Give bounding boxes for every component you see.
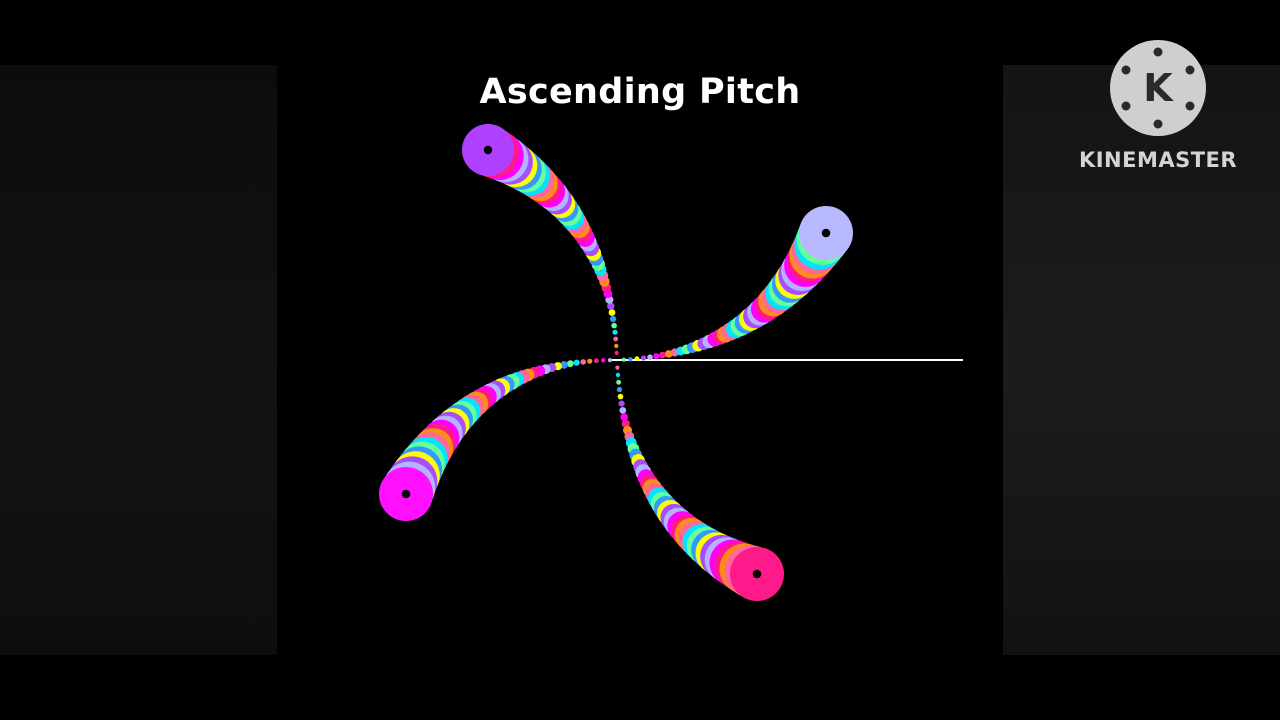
ring (611, 322, 617, 329)
ring (618, 400, 625, 407)
ring (612, 329, 618, 335)
ring (647, 354, 653, 361)
ring (615, 372, 621, 378)
spiral-arms (379, 124, 853, 601)
ring (628, 357, 633, 362)
ring (587, 358, 593, 364)
ring (621, 357, 626, 362)
ring (616, 379, 621, 385)
ring (614, 343, 619, 349)
ring (619, 407, 627, 414)
ring (659, 351, 666, 359)
ring (610, 315, 617, 323)
ring (653, 353, 660, 360)
ring (614, 350, 619, 355)
logo-letter: K (1143, 66, 1174, 110)
right-blur-panel (1003, 65, 1280, 655)
ring (617, 393, 624, 400)
kinemaster-label: KINEMASTER (1078, 148, 1238, 172)
ring (601, 358, 606, 363)
video-title: Ascending Pitch (479, 72, 801, 112)
ring (608, 309, 616, 316)
upper-left-arm (462, 124, 619, 355)
upper-right-arm (621, 206, 853, 362)
ring (566, 360, 574, 368)
left-blur-panel (0, 65, 277, 655)
ring (613, 336, 619, 342)
ring (580, 359, 586, 365)
ring (640, 355, 647, 361)
lower-left-arm (379, 358, 613, 521)
ring (634, 356, 640, 362)
ring (616, 386, 623, 393)
lower-right-arm (615, 365, 784, 601)
ring (607, 358, 613, 363)
ring-hole (752, 569, 762, 579)
ring-hole (483, 145, 493, 155)
kinemaster-watermark: K KINEMASTER (1060, 36, 1260, 186)
kinemaster-logo-icon: K (1110, 40, 1206, 136)
ring (560, 361, 568, 369)
ring-hole (401, 489, 411, 499)
ring (607, 302, 615, 310)
ring (594, 358, 599, 364)
ring (620, 413, 628, 421)
ring (573, 359, 580, 366)
ring-hole (821, 228, 831, 238)
ring (615, 365, 620, 370)
ring (664, 350, 673, 358)
